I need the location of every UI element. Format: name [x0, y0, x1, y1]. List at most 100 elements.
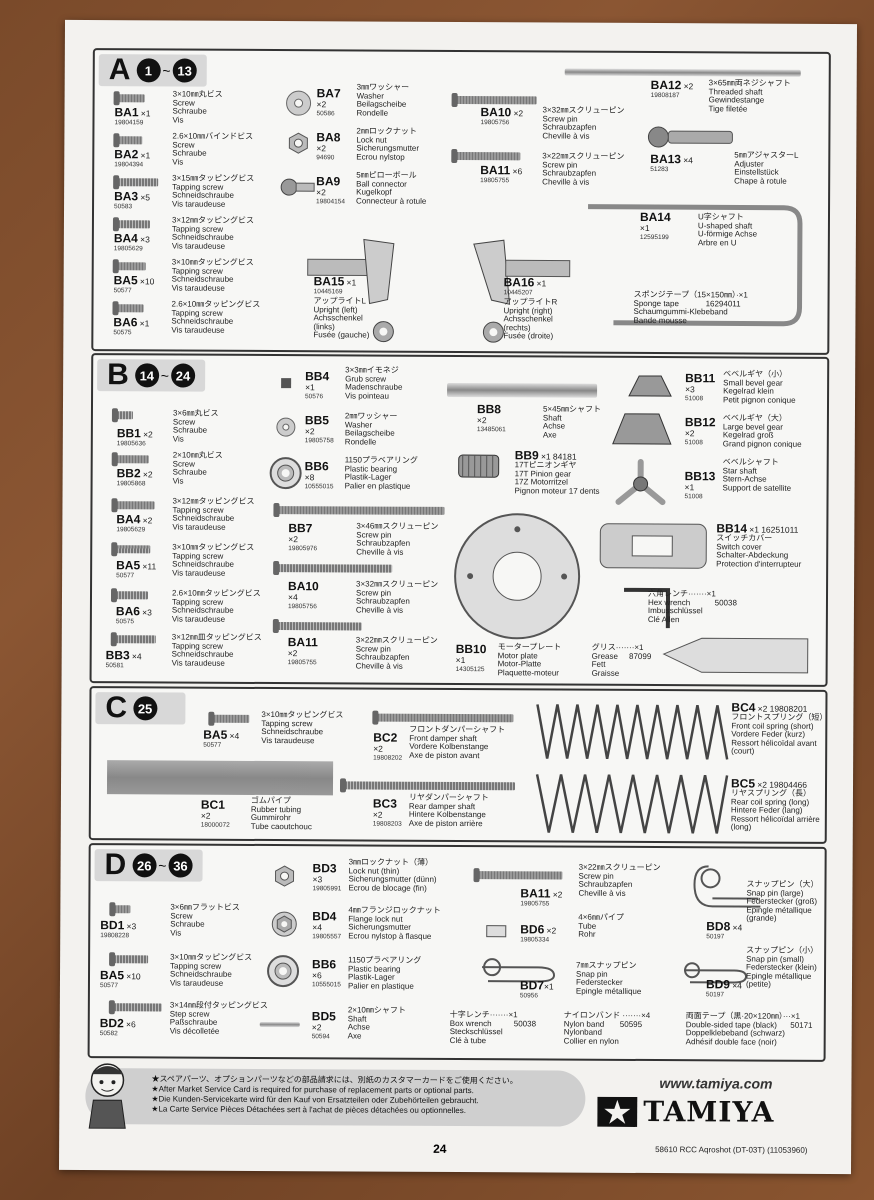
website-link: www.tamiya.com — [659, 1075, 773, 1092]
rear-spring-icon — [535, 774, 729, 834]
part-desc: スナップピン（小）Snap pin (small)Federstecker (k… — [745, 945, 819, 990]
screw-pin-icon — [478, 871, 563, 880]
brand-logo: TAMIYA — [597, 1095, 774, 1129]
snap-pin-small-icon — [684, 962, 748, 984]
part-desc: 3㎜ロックナット（薄）Lock nut (thin)Sicherungsmutt… — [348, 857, 437, 893]
washer-icon — [286, 90, 312, 116]
screw-icon — [117, 262, 146, 271]
hex-wrench-icon — [624, 587, 671, 629]
section-letter: D — [104, 848, 127, 882]
screw-icon — [115, 635, 156, 644]
bearing-icon — [269, 457, 302, 490]
part-desc: スナップピン（大）Snap pin (large)Federstecker (g… — [746, 879, 819, 924]
step-range: 1 ~ 13 — [136, 58, 197, 83]
part-desc: リヤスプリング（長）Rear coil spring (long)Hintere… — [730, 788, 820, 832]
damper-shaft-icon — [377, 713, 514, 723]
motor-plate-icon — [454, 513, 581, 640]
shaft-icon — [259, 1021, 300, 1028]
bearing-icon — [267, 955, 300, 988]
screw-icon — [115, 591, 149, 600]
screw-icon — [118, 136, 143, 145]
screw-pin-icon — [456, 151, 521, 161]
screw-pin-icon — [277, 622, 362, 631]
screw-icon — [116, 411, 133, 420]
step-start: 26 — [132, 853, 157, 878]
screw-icon — [114, 955, 149, 964]
section-letter: C — [105, 691, 128, 725]
threaded-shaft-icon — [564, 68, 801, 77]
upright-left-icon — [307, 238, 395, 343]
step-number: 25 — [133, 696, 158, 721]
grease-tube-icon — [662, 637, 809, 674]
step-range: 26 ~ 36 — [132, 853, 193, 878]
section-a-header: A 1 ~ 13 — [98, 53, 207, 87]
screw-icon — [213, 714, 250, 723]
large-bevel-gear-icon — [612, 413, 672, 445]
service-card-notice: ★スペアパーツ、オプションパーツなどの部品請求には、別紙のカスタマーカードをご使… — [151, 1074, 518, 1116]
step-range: 14 ~ 24 — [134, 363, 196, 388]
screw-pin-icon — [278, 506, 445, 515]
shaft-icon — [447, 382, 598, 398]
